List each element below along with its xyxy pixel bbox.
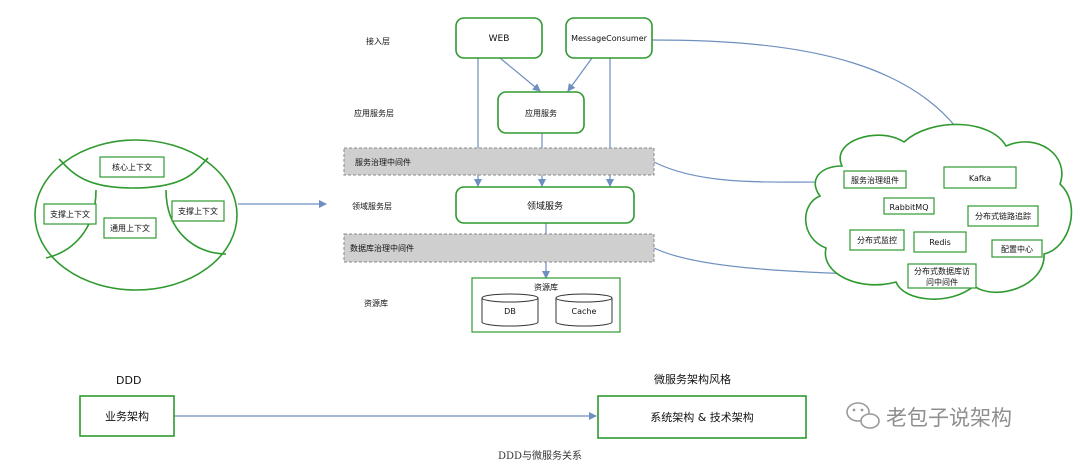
service-governance-mw-label: 服务治理中间件 (355, 157, 411, 167)
ddd-title: DDD (116, 374, 141, 387)
distributed-db-mw-label-line2: 问中间件 (926, 277, 958, 287)
support-context-left-box (43, 203, 97, 225)
message-consumer-label: MessageConsumer (571, 34, 648, 43)
redis-box (913, 231, 967, 253)
message-consumer-box (565, 17, 653, 59)
service-governance-component-label: 服务治理组件 (851, 175, 899, 185)
cache-label: Cache (572, 307, 597, 316)
arrow-svc-mw-to-cloud (653, 161, 843, 187)
layer-label-domain: 领域服务层 (352, 201, 392, 211)
distributed-db-mw-box (907, 263, 977, 289)
rabbitmq-label: RabbitMQ (890, 203, 929, 212)
microservice-title: 微服务架构风格 (654, 372, 731, 386)
bounded-contexts: 核心上下文 支撑上下文 通用上下文 支撑上下文 (34, 139, 238, 291)
app-service-label: 应用服务 (525, 108, 557, 118)
arrow-web-to-app (499, 57, 541, 92)
business-arch-box (79, 395, 175, 437)
distributed-monitoring-box (849, 229, 905, 251)
layer-label-access: 接入层 (366, 36, 390, 46)
watermark: 老包子说架构 (846, 402, 1012, 430)
core-context-label: 核心上下文 (112, 162, 152, 172)
db-governance-mw-band (343, 233, 655, 263)
service-governance-mw-band (343, 147, 655, 176)
domain-service-label: 领域服务 (527, 200, 563, 212)
layer-labels: 接入层 应用服务层 领域服务层 资源库 (352, 36, 394, 308)
kafka-label: Kafka (969, 174, 991, 183)
resource-box-label: 资源库 (534, 282, 558, 292)
config-center-box (991, 239, 1043, 258)
core-context-divider (58, 157, 209, 189)
service-governance-component-box (843, 170, 907, 189)
generic-context-label: 通用上下文 (110, 223, 150, 233)
distributed-tracing-box (967, 205, 1039, 227)
distributed-tracing-label: 分布式链路追踪 (975, 211, 1031, 221)
support-context-right-label: 支撑上下文 (178, 206, 218, 216)
message-consumer-node: MessageConsumer (565, 17, 653, 59)
system-tech-arch-label: 系统架构 & 技术架构 (650, 410, 754, 424)
layer-label-resource: 资源库 (364, 298, 388, 308)
db-governance-mw: 数据库治理中间件 (343, 233, 655, 263)
watermark-text: 老包子说架构 (886, 406, 1012, 430)
infrastructure-cloud: 服务治理组件 Kafka RabbitMQ 分布式链路追踪 分布式监控 Redi… (804, 123, 1073, 300)
support-context-left-label: 支撑上下文 (50, 209, 90, 219)
rabbitmq-box (883, 197, 935, 215)
core-context-box (99, 156, 165, 178)
figure-caption: DDD与微服务关系 (498, 449, 582, 462)
domain-service-node: 领域服务 (455, 186, 635, 224)
web-label: WEB (489, 34, 510, 44)
layer-label-application: 应用服务层 (354, 108, 394, 118)
db-label: DB (504, 307, 516, 316)
web-node: WEB (455, 17, 543, 59)
bottom-row: DDD 业务架构 微服务架构风格 系统架构 & 技术架构 (79, 372, 807, 439)
redis-label: Redis (929, 238, 951, 247)
cache-cylinder: Cache (555, 293, 613, 327)
web-box (455, 17, 543, 59)
config-center-label: 配置中心 (1001, 244, 1033, 254)
resource-node: 资源库 DB Cache (471, 277, 621, 333)
service-governance-mw: 服务治理中间件 (343, 147, 655, 176)
domain-service-box (455, 186, 635, 224)
distributed-db-mw-label-line1: 分布式数据库访 (914, 266, 970, 276)
arrow-consumer-to-app (567, 57, 593, 92)
app-service-node: 应用服务 (497, 91, 585, 134)
right-context-divider (165, 189, 227, 255)
kafka-box (943, 166, 1017, 189)
system-tech-arch-box (597, 395, 807, 439)
wechat-icon (846, 402, 880, 429)
generic-context-box (103, 217, 157, 239)
left-context-divider (45, 189, 97, 259)
db-governance-mw-label: 数据库治理中间件 (350, 243, 414, 253)
db-cylinder: DB (481, 293, 539, 327)
support-context-right-box (171, 200, 225, 222)
business-arch-label: 业务架构 (105, 409, 149, 423)
app-service-box (497, 91, 585, 134)
distributed-monitoring-label: 分布式监控 (857, 235, 897, 245)
